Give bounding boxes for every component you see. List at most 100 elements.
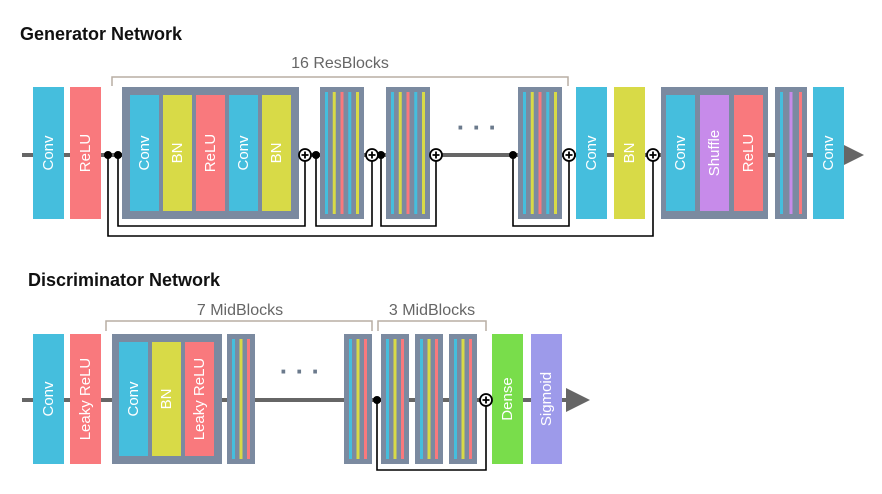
gen-add-node-5-sign — [649, 151, 657, 159]
midblocks-7-brace — [105, 320, 373, 331]
gen-resblock-mini-2-stripe-1 — [391, 92, 394, 214]
disc-midblock-mini-5-stripe-2 — [461, 339, 465, 459]
gen-conv-block-1-label: Conv — [40, 135, 57, 171]
gen-upsample-mini-stripe-1 — [780, 92, 783, 214]
gen-resblock-conv-layer-1 — [130, 95, 159, 211]
gen-junction-dot-1 — [104, 151, 112, 159]
midblocks-7-brace-label: 7 MidBlocks — [197, 302, 283, 319]
disc-leaky-relu-block-1-label: Leaky ReLU — [77, 358, 94, 441]
disc-add-node-sign — [482, 396, 490, 404]
gen-junction-dot-2 — [114, 151, 122, 159]
gen-resblock-mini-last-stripe-3 — [538, 92, 542, 214]
gen-add-node-2-sign — [368, 151, 376, 159]
disc-midblock-mini-1-stripe-1 — [232, 339, 235, 459]
discriminator-ellipsis: · · · — [280, 356, 320, 386]
gen-junction-dot-5 — [509, 151, 517, 159]
gen-upsample-mini-stripe-2 — [789, 92, 793, 214]
gen-resblock-conv-layer-1-label: Conv — [136, 135, 153, 171]
disc-midblock-conv-layer-label: Conv — [125, 381, 142, 417]
disc-junction-dot — [373, 396, 381, 404]
disc-midblock-mini-3-stripe-2 — [393, 339, 397, 459]
gen-resblock-relu-layer-3 — [196, 95, 225, 211]
gen-junction-dot-3 — [312, 151, 320, 159]
disc-midblock-mini-4-stripe-3 — [435, 339, 438, 459]
disc-dense-block — [492, 334, 523, 464]
gen-upsample-conv-layer — [666, 95, 695, 211]
discriminator-skip-wire — [376, 400, 487, 471]
disc-midblock-conv-layer — [119, 342, 148, 456]
gen-upsample-shuffle-layer-label: Shuffle — [706, 130, 723, 176]
resblocks-brace-label: 16 ResBlocks — [291, 55, 389, 72]
disc-midblock-bn-layer — [152, 342, 181, 456]
gen-resblock-mini-1-stripe-2 — [332, 92, 336, 214]
gen-resblock-relu-layer-3-label: ReLU — [202, 134, 219, 172]
gen-upsample-mini-stripe-3 — [799, 92, 802, 214]
disc-midblock-mini-3-stripe-1 — [386, 339, 389, 459]
disc-conv-block-1 — [33, 334, 64, 464]
disc-midblock-mini-2-stripe-1 — [349, 339, 352, 459]
gen-junction-dot-4 — [377, 151, 385, 159]
gen-resblock-mini-last-stripe-2 — [530, 92, 534, 214]
gen-resblock-mini-2-stripe-5 — [422, 92, 425, 214]
gen-upsample-relu-layer-label: ReLU — [740, 134, 757, 172]
disc-midblock-leaky-relu-layer — [185, 342, 214, 456]
midblocks-3-brace-label: 3 MidBlocks — [389, 302, 475, 319]
disc-dense-block-label: Dense — [499, 377, 516, 420]
gen-bn-block — [614, 87, 645, 219]
disc-sigmoid-block — [531, 334, 562, 464]
gen-conv-block-1 — [33, 87, 64, 219]
generator-ellipsis: · · · — [457, 112, 497, 142]
midblocks-3-brace — [377, 320, 487, 331]
gen-resblock-mini-2-stripe-2 — [398, 92, 402, 214]
disc-midblock-mini-1-stripe-3 — [247, 339, 250, 459]
generator-title: Generator Network — [20, 24, 183, 44]
gen-resblock-mini-1-stripe-3 — [340, 92, 344, 214]
disc-midblock-mini-1-stripe-2 — [239, 339, 243, 459]
gen-resblock-mini-1-stripe-4 — [348, 92, 352, 214]
gen-upsample-shuffle-layer — [700, 95, 729, 211]
resblock-1-skip-wire — [117, 155, 306, 227]
resblock-2-skip-wire — [315, 155, 373, 227]
gen-resblock-bn-layer-5-label: BN — [268, 143, 285, 164]
gen-resblock-mini-2-stripe-3 — [406, 92, 410, 214]
resblock-3-skip-wire — [380, 155, 437, 227]
gen-upsample-relu-layer — [734, 95, 763, 211]
disc-conv-block-1-label: Conv — [40, 381, 57, 417]
disc-midblock-mini-3-stripe-3 — [401, 339, 404, 459]
gen-conv-block-final-label: Conv — [820, 135, 837, 171]
disc-midblock-mini-4-stripe-1 — [420, 339, 423, 459]
resblocks-brace — [111, 76, 569, 86]
gen-relu-block-1 — [70, 87, 101, 219]
gen-upsample-conv-layer-label: Conv — [672, 135, 689, 171]
gen-resblock-mini-last-stripe-4 — [546, 92, 550, 214]
gen-conv-block-final — [813, 87, 844, 219]
gen-resblock-conv-layer-4 — [229, 95, 258, 211]
gen-resblock-conv-layer-4-label: Conv — [235, 135, 252, 171]
gen-resblock-mini-last-stripe-1 — [523, 92, 526, 214]
gen-resblock-mini-1-stripe-1 — [325, 92, 328, 214]
resblock-last-skip-wire — [512, 155, 570, 227]
disc-midblock-mini-5-stripe-3 — [469, 339, 472, 459]
gen-bn-block-label: BN — [621, 143, 638, 164]
disc-midblock-leaky-relu-layer-label: Leaky ReLU — [191, 358, 208, 441]
disc-midblock-mini-4-stripe-2 — [427, 339, 431, 459]
gen-relu-block-1-label: ReLU — [77, 134, 94, 172]
disc-midblock-mini-5-stripe-1 — [454, 339, 457, 459]
gen-resblock-mini-2-stripe-4 — [414, 92, 418, 214]
gen-resblock-mini-1-stripe-5 — [356, 92, 359, 214]
gen-resblock-bn-layer-2 — [163, 95, 192, 211]
disc-midblock-mini-2-stripe-3 — [364, 339, 367, 459]
disc-midblock-mini-2-stripe-2 — [356, 339, 360, 459]
generator-long-skip-wire — [107, 155, 654, 237]
disc-midblock-bn-layer-label: BN — [158, 389, 175, 410]
gen-resblock-mini-last-stripe-5 — [554, 92, 557, 214]
discriminator-title: Discriminator Network — [28, 270, 221, 290]
gen-resblock-bn-layer-5 — [262, 95, 291, 211]
disc-sigmoid-block-label: Sigmoid — [538, 372, 555, 426]
gen-add-node-4-sign — [565, 151, 573, 159]
gen-conv-block-2-label: Conv — [583, 135, 600, 171]
gen-add-node-1-sign — [301, 151, 309, 159]
disc-leaky-relu-block-1 — [70, 334, 101, 464]
gen-conv-block-2 — [576, 87, 607, 219]
